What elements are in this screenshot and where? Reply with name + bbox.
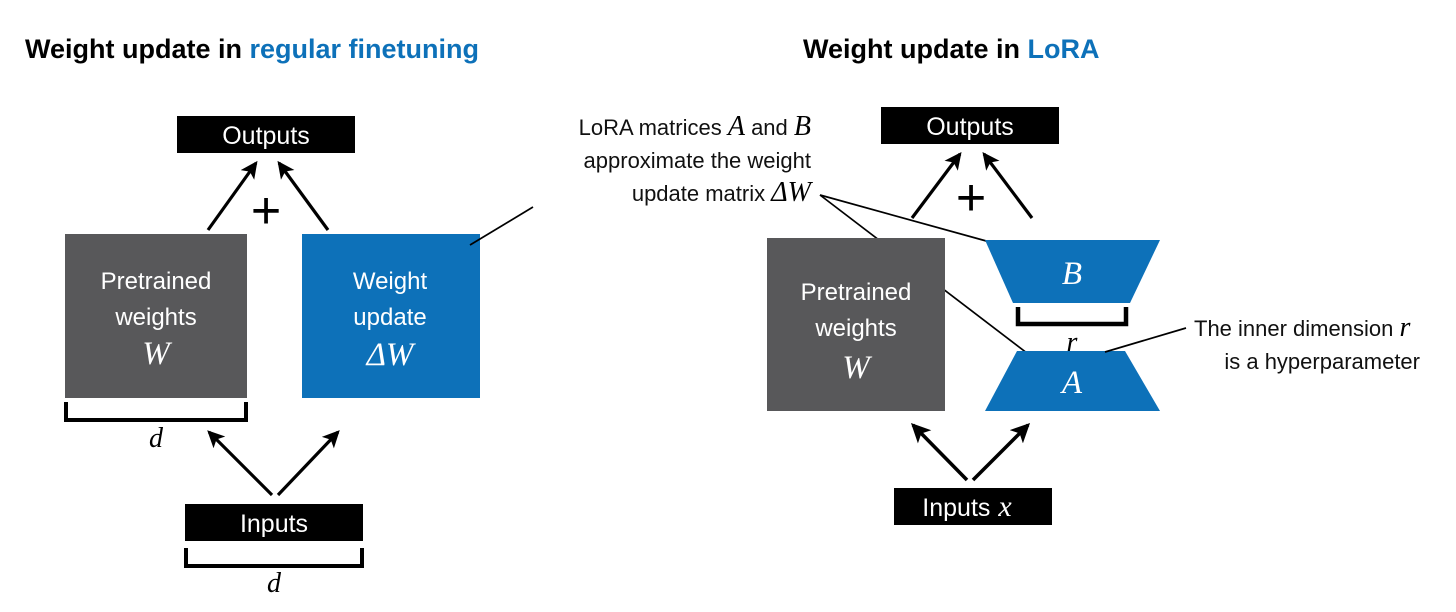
- right-annotation-leader: [1104, 327, 1187, 353]
- right-plus-icon: +: [956, 169, 986, 227]
- rank-bracket: r: [1015, 307, 1129, 358]
- right-title-accent: LoRA: [1028, 34, 1100, 64]
- left-update-line1: Weight: [353, 268, 428, 295]
- left-dim-bottom-label: d: [267, 568, 282, 599]
- left-dimension-bracket-bottom: d: [184, 548, 364, 599]
- center-annotation-line2: approximate the weight: [584, 148, 811, 173]
- matrix-a-label: A: [1060, 365, 1083, 401]
- center-annot-matrix-b: B: [794, 111, 811, 142]
- left-inputs-label: Inputs: [240, 510, 308, 538]
- left-dim-top-label: d: [149, 423, 164, 454]
- left-title-accent: regular finetuning: [250, 34, 480, 64]
- center-annotation-line1: LoRA matrices A and B: [579, 111, 811, 142]
- left-outputs-box: Outputs: [177, 116, 355, 153]
- right-panel-title: Weight update in LoRA: [803, 34, 1099, 64]
- right-outputs-label: Outputs: [926, 113, 1014, 141]
- left-arrow-inputs-to-w: [207, 430, 274, 497]
- left-plus-icon: +: [251, 182, 281, 240]
- left-pretrained-line2: weights: [114, 304, 196, 331]
- left-panel: Weight update in regular finetuning Outp…: [25, 34, 480, 599]
- left-title-prefix: Weight update in: [25, 34, 250, 64]
- right-arrow-b-to-outputs: [982, 151, 1034, 219]
- matrix-b-label: B: [1062, 256, 1082, 292]
- right-pretrained-line1: Pretrained: [801, 279, 912, 306]
- right-annot-l1a: The inner dimension: [1194, 316, 1399, 341]
- left-arrow-dw-to-outputs: [277, 160, 330, 231]
- right-arrow-w-to-outputs: [910, 151, 962, 219]
- center-annotation: LoRA matrices A and B approximate the we…: [469, 111, 1041, 364]
- right-title-prefix: Weight update in: [803, 34, 1028, 64]
- matrix-a-trapezoid: A: [985, 351, 1160, 411]
- left-pretrained-weights-box: Pretrained weights W: [65, 234, 247, 398]
- center-annot-l1a: LoRA matrices: [579, 115, 728, 140]
- center-annot-l1c: and: [745, 115, 794, 140]
- center-annotation-line3: update matrix ΔW: [632, 177, 814, 208]
- center-annotation-leader-b: [819, 194, 1009, 248]
- right-annotation-line2: is a hyperparameter: [1224, 349, 1420, 374]
- left-outputs-label: Outputs: [222, 122, 310, 150]
- center-annotation-leader-left: [469, 206, 534, 246]
- right-pretrained-weights-box: Pretrained weights W: [767, 238, 945, 411]
- left-update-line2: update: [353, 304, 426, 331]
- left-pretrained-symbol: W: [142, 336, 172, 372]
- right-arrow-inputs-to-w: [910, 422, 969, 482]
- right-annotation-line1: The inner dimension r: [1194, 312, 1410, 343]
- right-annot-rank-symbol: r: [1399, 312, 1410, 343]
- right-annotation: The inner dimension r is a hyperparamete…: [1104, 312, 1420, 374]
- right-panel: Weight update in LoRA Outputs + Pretrain…: [767, 34, 1160, 525]
- left-weight-update-box: Weight update ΔW: [302, 234, 480, 398]
- left-dimension-bracket-top: d: [64, 402, 248, 454]
- left-arrow-inputs-to-dw: [276, 430, 340, 497]
- left-panel-title: Weight update in regular finetuning: [25, 34, 479, 64]
- left-pretrained-line1: Pretrained: [101, 268, 212, 295]
- center-annot-matrix-a: A: [726, 111, 746, 142]
- matrix-b-trapezoid: B: [985, 240, 1160, 303]
- right-arrow-inputs-to-a: [971, 422, 1031, 482]
- right-inputs-text: Inputs: [922, 494, 990, 522]
- rank-label: r: [1067, 327, 1078, 358]
- right-outputs-box: Outputs: [881, 107, 1059, 144]
- left-inputs-box: Inputs: [185, 504, 363, 541]
- right-inputs-symbol: x: [997, 490, 1012, 523]
- right-pretrained-symbol: W: [842, 350, 872, 386]
- left-arrow-w-to-outputs: [206, 160, 258, 231]
- right-pretrained-line2: weights: [814, 315, 896, 342]
- center-annot-l3a: update matrix: [632, 181, 771, 206]
- left-update-symbol: ΔW: [365, 337, 416, 373]
- center-annot-delta-w: ΔW: [770, 177, 813, 208]
